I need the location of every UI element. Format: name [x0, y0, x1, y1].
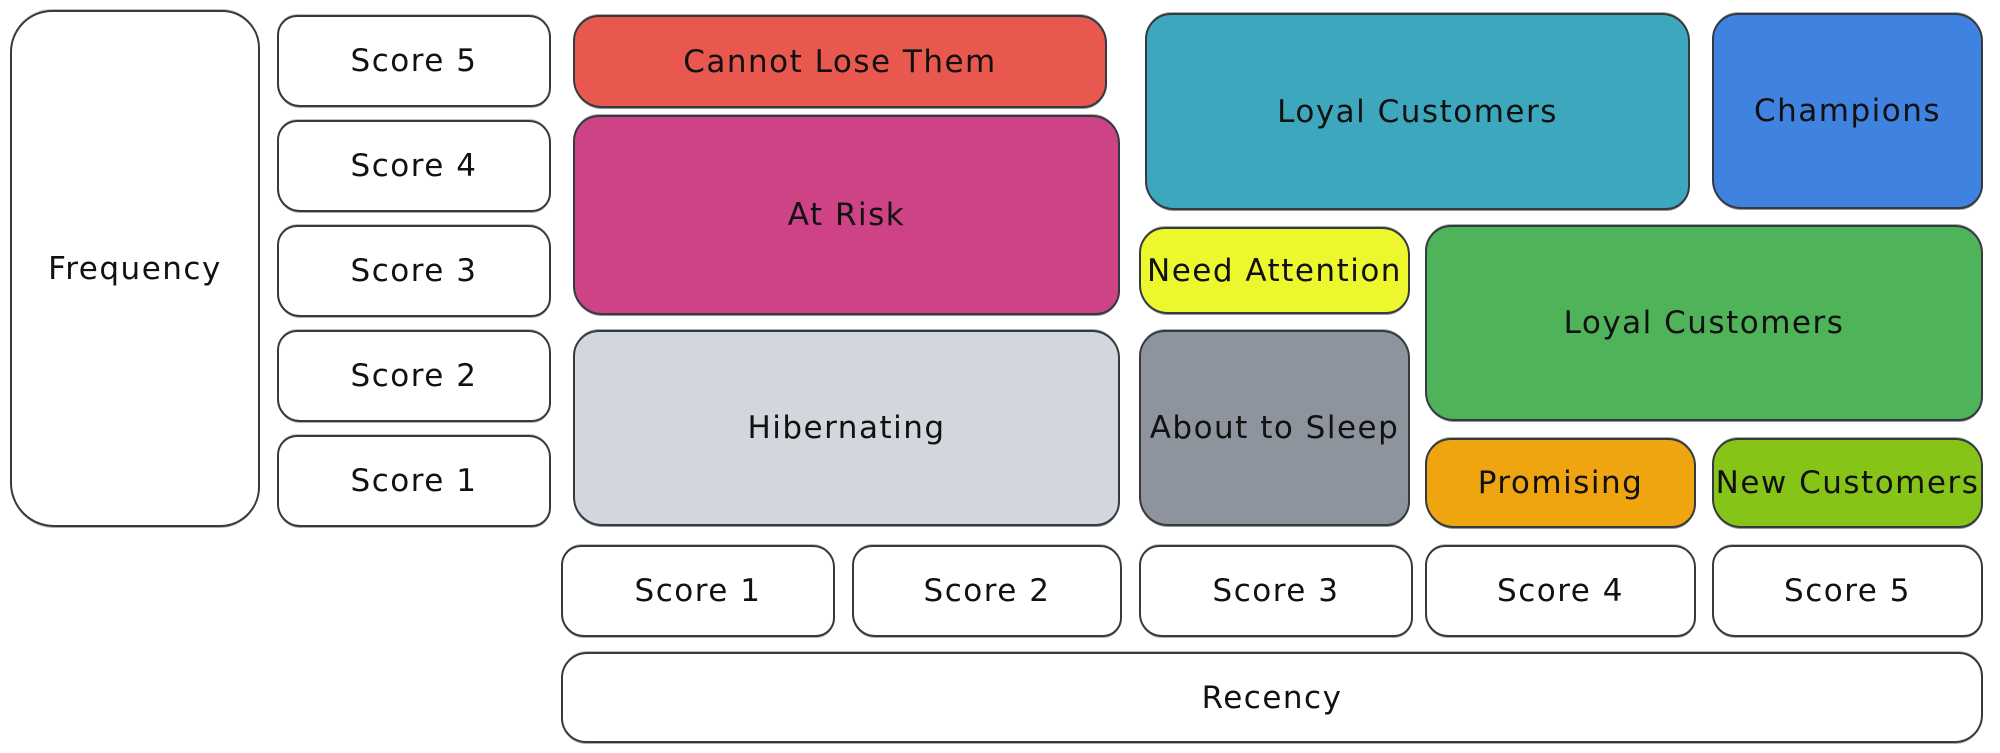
segment-about-to-sleep-label: About to Sleep — [1149, 410, 1400, 446]
segment-loyal-customers-right: Loyal Customers — [1425, 225, 1983, 421]
segment-hibernating-label: Hibernating — [747, 410, 946, 446]
segment-loyal-customers-top: Loyal Customers — [1145, 13, 1690, 210]
frequency-score-4-label: Score 4 — [350, 148, 478, 184]
segment-about-to-sleep: About to Sleep — [1139, 330, 1410, 526]
recency-score-5-label: Score 5 — [1784, 573, 1911, 609]
frequency-score-1-box: Score 1 — [277, 435, 551, 527]
segment-at-risk-label: At Risk — [787, 197, 906, 233]
frequency-axis-label: Frequency — [48, 250, 222, 287]
segment-champions: Champions — [1712, 13, 1983, 209]
segment-need-attention: Need Attention — [1139, 227, 1410, 314]
recency-axis-box: Recency — [561, 652, 1983, 743]
segment-new-customers-label: New Customers — [1715, 465, 1980, 501]
segment-hibernating: Hibernating — [573, 330, 1120, 526]
recency-score-4-label: Score 4 — [1497, 573, 1624, 609]
segment-cannot-lose-them: Cannot Lose Them — [573, 15, 1107, 108]
frequency-score-1-label: Score 1 — [350, 463, 478, 499]
segment-cannot-lose-them-label: Cannot Lose Them — [683, 43, 997, 80]
segment-new-customers: New Customers — [1712, 438, 1983, 528]
frequency-score-5-box: Score 5 — [277, 15, 551, 107]
recency-score-1-box: Score 1 — [561, 545, 835, 637]
frequency-score-2-box: Score 2 — [277, 330, 551, 422]
frequency-score-4-box: Score 4 — [277, 120, 551, 212]
recency-score-2-box: Score 2 — [852, 545, 1122, 637]
frequency-score-3-label: Score 3 — [350, 253, 478, 289]
recency-score-3-box: Score 3 — [1139, 545, 1413, 637]
recency-score-4-box: Score 4 — [1425, 545, 1696, 637]
segment-loyal-customers-right-label: Loyal Customers — [1563, 305, 1845, 341]
frequency-score-2-label: Score 2 — [350, 358, 478, 394]
recency-axis-label: Recency — [1201, 679, 1343, 716]
frequency-score-3-box: Score 3 — [277, 225, 551, 317]
recency-score-5-box: Score 5 — [1712, 545, 1983, 637]
recency-score-3-label: Score 3 — [1212, 573, 1340, 609]
segment-promising-label: Promising — [1477, 465, 1644, 501]
frequency-score-5-label: Score 5 — [350, 43, 478, 79]
segment-need-attention-label: Need Attention — [1147, 252, 1402, 289]
frequency-axis-box: Frequency — [10, 10, 260, 527]
segment-at-risk: At Risk — [573, 115, 1120, 315]
segment-promising: Promising — [1425, 438, 1696, 528]
recency-score-2-label: Score 2 — [923, 573, 1051, 609]
recency-score-1-label: Score 1 — [634, 573, 762, 609]
segment-loyal-customers-top-label: Loyal Customers — [1277, 93, 1558, 130]
segment-champions-label: Champions — [1753, 93, 1942, 129]
